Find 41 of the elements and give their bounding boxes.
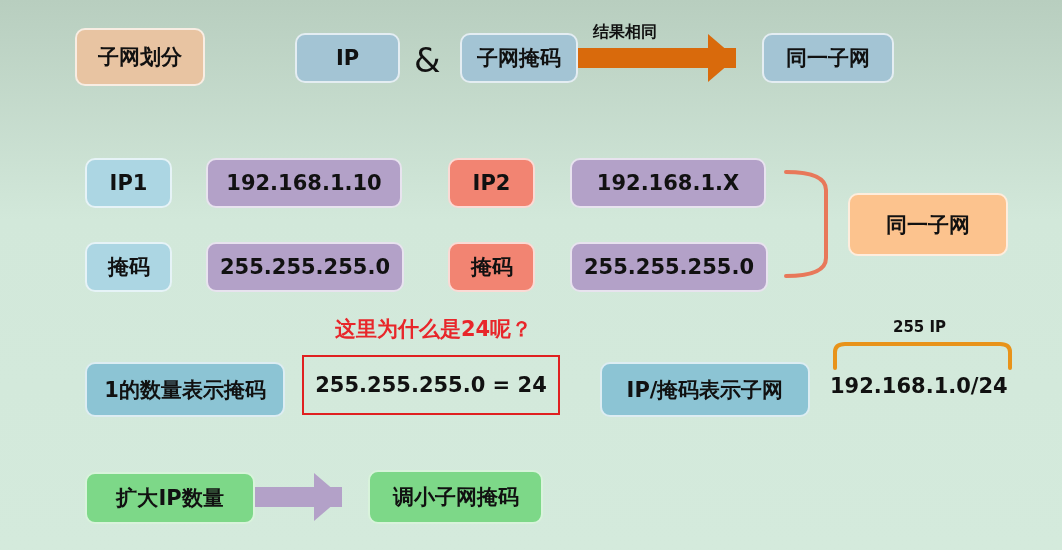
label-box [85,472,255,524]
box-text: IP/掩码表示子网 [626,376,784,404]
label-box [85,158,172,208]
label-box [368,470,543,524]
box-text: 子网划分 [98,44,182,71]
label-box [848,193,1008,256]
box-text: 同一子网 [886,211,970,239]
box-text: 1的数量表示掩码 [104,376,266,404]
box-text: 192.168.1.X [596,171,740,195]
box-text: 255.255.255.0 = 24 [315,373,547,397]
label-box [206,242,404,292]
box-text: 同一子网 [786,45,870,72]
label-box [75,28,205,86]
box-text: IP1 [109,171,148,195]
box-text: 192.168.1.10 [226,171,382,195]
box-text: 调小子网掩码 [392,484,519,511]
label-box [85,362,285,417]
box-text: 掩码 [107,254,150,281]
label-box [448,242,535,292]
ampersand: & [414,40,441,80]
box-text: IP [335,46,360,70]
box-text: 255.255.255.0 [219,255,391,279]
label-box [762,33,894,83]
box-text: IP2 [472,171,511,195]
highlight-frame [302,355,560,415]
box-text: 掩码 [470,254,513,281]
label-box [460,33,578,83]
label-box [85,242,172,292]
label-box [600,362,810,417]
bracket-label: 255 IP [893,318,947,336]
edge-label: 结果相同 [593,22,657,43]
subnet-text: 192.168.1.0/24 [830,374,1008,398]
label-box [206,158,402,208]
label-box [448,158,535,208]
label-box [295,33,400,83]
box-text: 扩大IP数量 [116,485,224,512]
label-box [570,158,766,208]
box-text: 255.255.255.0 [583,255,755,279]
box-text: 子网掩码 [477,45,561,72]
label-box [570,242,768,292]
note-text: 这里为什么是24呢？ [335,316,533,343]
